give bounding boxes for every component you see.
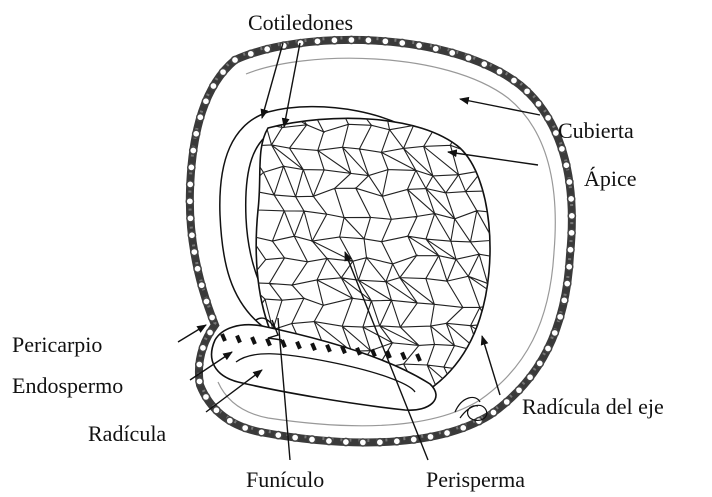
coat-bead (209, 314, 216, 321)
coat-bead (186, 198, 193, 205)
coat-bead (258, 429, 265, 436)
coat-bead (415, 42, 422, 49)
coat-bead (197, 114, 204, 121)
label-cubierta: Cubierta (558, 118, 634, 143)
coat-bead (432, 45, 439, 52)
coat-bead (193, 130, 200, 137)
coat-bead (536, 360, 543, 367)
coat-bead (198, 282, 205, 289)
coat-bead (297, 39, 304, 46)
radicle-stripe (282, 340, 285, 347)
coat-bead (331, 37, 338, 44)
coat-bead (188, 164, 195, 171)
coat-bead (196, 378, 203, 385)
coat-bead (382, 38, 389, 45)
coat-bead (187, 215, 194, 222)
coat-bead (566, 263, 573, 270)
coat-bead (393, 438, 400, 445)
coat-bead (568, 195, 575, 202)
label-pericarpio: Pericarpio (12, 332, 102, 357)
coat-bead (202, 98, 209, 105)
coat-bead (410, 436, 417, 443)
coat-bead (203, 298, 210, 305)
radicle-stripe (417, 354, 420, 361)
label-radicula-eje: Radícula del eje (522, 394, 664, 419)
coat-bead (568, 212, 575, 219)
coat-bead (564, 280, 571, 287)
coat-bead (231, 56, 238, 63)
label-perisperma: Perisperma (426, 467, 525, 492)
coat-bead (490, 409, 497, 416)
coat-bead (526, 374, 533, 381)
coat-bead (566, 178, 573, 185)
coat-bead (365, 37, 372, 44)
coat-bead (191, 248, 198, 255)
coat-bead (376, 439, 383, 446)
coat-bead (427, 433, 434, 440)
radicle-stripe (222, 334, 225, 341)
coat-bead (210, 82, 217, 89)
coat-bead (496, 68, 503, 75)
coat-bead (515, 387, 522, 394)
coat-bead (206, 329, 213, 336)
label-funiculo: Funículo (246, 467, 324, 492)
coat-bead (194, 265, 201, 272)
coat-bead (275, 432, 282, 439)
coat-bead (399, 39, 406, 46)
coat-bead (202, 393, 209, 400)
radicle-stripe (402, 352, 405, 359)
radicle-stripe (357, 348, 360, 355)
radicle-stripe (312, 343, 315, 350)
coat-bead (325, 437, 332, 444)
radicle-stripe (342, 346, 345, 353)
coat-bead (449, 49, 456, 56)
coat-bead (561, 297, 568, 304)
coat-bead (510, 77, 517, 84)
radicle-stripe (237, 336, 240, 343)
coat-bead (247, 50, 254, 57)
coat-bead (465, 54, 472, 61)
coat-bead (503, 398, 510, 405)
coat-bead (460, 424, 467, 431)
coat-bead (481, 61, 488, 68)
coat-bead (196, 361, 203, 368)
coat-bead (190, 147, 197, 154)
coat-bead (359, 439, 366, 446)
label-cotiledones: Cotiledones (248, 10, 353, 35)
coat-bead (213, 407, 220, 414)
coat-bead (348, 36, 355, 43)
label-endospermo: Endospermo (12, 373, 123, 398)
radicle-stripe (372, 349, 375, 356)
coat-bead (563, 162, 570, 169)
label-radicula: Radícula (88, 421, 166, 446)
coat-bead (308, 436, 315, 443)
coat-bead (544, 114, 551, 121)
coat-bead (188, 232, 195, 239)
radicle-stripe (267, 339, 270, 346)
coat-bead (551, 329, 558, 336)
coat-bead (443, 429, 450, 436)
coat-bead (535, 100, 542, 107)
coat-bead (568, 229, 575, 236)
coat-bead (567, 246, 574, 253)
coat-bead (226, 417, 233, 424)
radicle-stripe (297, 342, 300, 349)
coat-bead (523, 88, 530, 95)
coat-bead (199, 344, 206, 351)
coat-bead (558, 145, 565, 152)
coat-bead (242, 424, 249, 431)
coat-bead (187, 181, 194, 188)
coat-bead (544, 345, 551, 352)
coat-bead (219, 68, 226, 75)
coat-bead (292, 434, 299, 441)
coat-bead (557, 313, 564, 320)
radicle-stripe (252, 337, 255, 344)
coat-bead (264, 46, 271, 53)
label-apice: Ápice (584, 166, 637, 191)
coat-bead (314, 38, 321, 45)
radicle-stripe (327, 345, 330, 352)
coat-bead (342, 438, 349, 445)
